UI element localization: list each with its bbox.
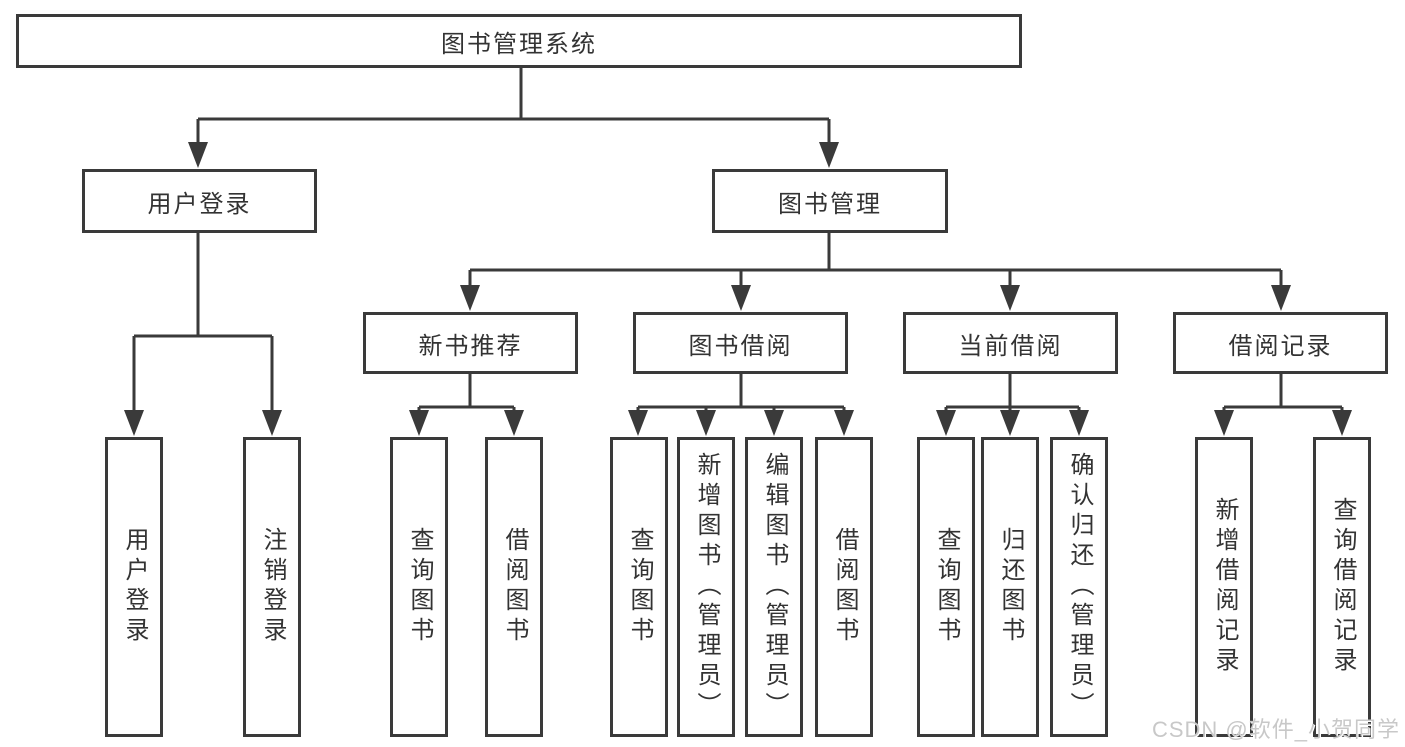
leaf-query-borrow-record-label: 查询借阅记录 (1329, 497, 1356, 677)
leaf-borrow-books-borrow: 借阅图书 (815, 437, 873, 737)
node-user-login: 用户登录 (82, 169, 317, 233)
leaf-query-books-recommend-label: 查询图书 (406, 527, 433, 647)
leaf-borrow-books-recommend-label: 借阅图书 (501, 527, 528, 647)
leaf-edit-book-admin: 编辑图书（管理员） (745, 437, 803, 737)
leaf-user-login-label: 用户登录 (121, 527, 148, 647)
leaf-return-book-label: 归还图书 (997, 527, 1024, 647)
leaf-query-books-borrow: 查询图书 (610, 437, 668, 737)
leaf-query-books-recommend: 查询图书 (390, 437, 448, 737)
leaf-borrow-books-borrow-label: 借阅图书 (831, 527, 858, 647)
leaf-query-books-borrow-label: 查询图书 (626, 527, 653, 647)
leaf-query-books-current: 查询图书 (917, 437, 975, 737)
node-book-management: 图书管理 (712, 169, 948, 233)
leaf-confirm-return-admin-label: 确认归还（管理员） (1066, 452, 1093, 722)
arrowheads (124, 142, 1352, 436)
leaf-add-borrow-record-label: 新增借阅记录 (1211, 497, 1238, 677)
node-current-borrow: 当前借阅 (903, 312, 1118, 374)
leaf-add-borrow-record: 新增借阅记录 (1195, 437, 1253, 737)
leaf-confirm-return-admin: 确认归还（管理员） (1050, 437, 1108, 737)
node-borrow-records: 借阅记录 (1173, 312, 1388, 374)
leaf-query-books-current-label: 查询图书 (933, 527, 960, 647)
leaf-edit-book-admin-label: 编辑图书（管理员） (761, 452, 788, 722)
leaf-user-login: 用户登录 (105, 437, 163, 737)
leaf-logout-label: 注销登录 (259, 527, 286, 647)
node-new-book-recommend: 新书推荐 (363, 312, 578, 374)
leaf-query-borrow-record: 查询借阅记录 (1313, 437, 1371, 737)
leaf-borrow-books-recommend: 借阅图书 (485, 437, 543, 737)
node-book-borrow: 图书借阅 (633, 312, 848, 374)
leaf-return-book: 归还图书 (981, 437, 1039, 737)
node-root: 图书管理系统 (16, 14, 1022, 68)
leaf-add-book-admin-label: 新增图书（管理员） (693, 452, 720, 722)
leaf-logout: 注销登录 (243, 437, 301, 737)
watermark: CSDN @软件_小贺同学 (1151, 717, 1400, 742)
leaf-add-book-admin: 新增图书（管理员） (677, 437, 735, 737)
